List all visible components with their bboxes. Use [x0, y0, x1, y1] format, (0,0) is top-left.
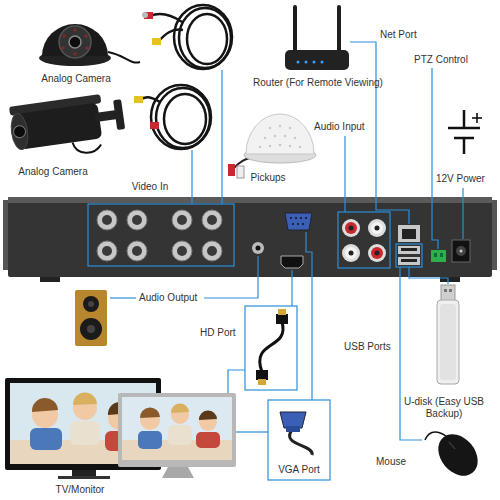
rca-jacks — [342, 219, 386, 262]
part-label: USB Ports — [344, 341, 391, 353]
part-label: PTZ Control — [414, 54, 468, 66]
mouse-icon — [425, 426, 486, 483]
part-label: HD Port — [200, 327, 236, 339]
speaker-icon — [75, 290, 107, 346]
part-label: Pickups — [233, 172, 303, 184]
part-label: Net Port — [380, 29, 417, 41]
part-label: Mouse — [376, 456, 406, 468]
part-label: TV/Monitor — [25, 484, 135, 496]
ptz-terminal — [431, 250, 446, 262]
tv-monitor — [118, 393, 236, 478]
audio-out-jack — [252, 242, 264, 254]
bnc-connectors — [97, 210, 222, 261]
vga-connector — [285, 213, 312, 230]
part-label: Video In — [120, 181, 180, 193]
leader-lines — [88, 42, 463, 480]
part-label: VGA Port — [269, 464, 329, 476]
pickup-microphone — [228, 114, 316, 178]
part-label: 12V Power — [436, 173, 485, 185]
video-cable-coil — [134, 85, 211, 149]
part-label: Router (For Remote Viewing) — [243, 77, 393, 89]
usb-disk — [437, 285, 459, 384]
bullet-camera — [8, 91, 128, 162]
part-label: Analog Camera — [3, 166, 103, 178]
part-label: Audio Input — [314, 121, 365, 133]
network-usb-ports — [398, 225, 420, 265]
hdmi-cable — [256, 309, 288, 385]
part-label: U-disk (Easy USB Backup) — [396, 396, 492, 420]
video-cable-coil — [142, 5, 232, 69]
hdmi-connector — [281, 256, 303, 268]
power-jack — [452, 240, 470, 262]
router-icon — [285, 5, 349, 70]
part-label: Analog Camera — [26, 73, 126, 85]
part-label: Audio Output — [139, 292, 197, 304]
dc-power-symbol — [448, 110, 482, 154]
dvr-back-panel — [3, 197, 497, 282]
dome-camera — [39, 24, 140, 66]
vga-cable — [280, 412, 312, 455]
